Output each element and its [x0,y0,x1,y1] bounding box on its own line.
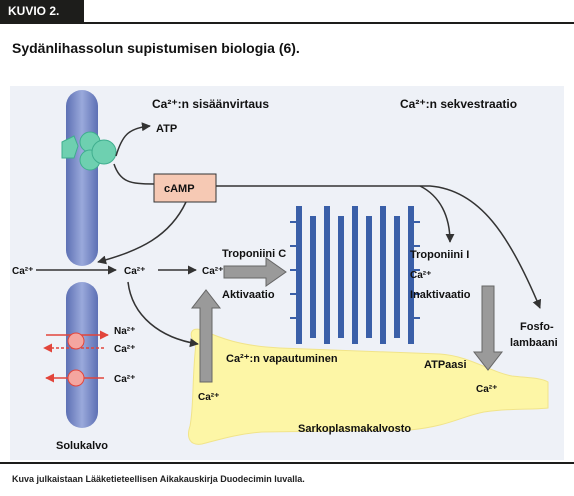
ca-outside-label: Ca²⁺ [12,266,33,277]
ca-troponin-c-label: Ca²⁺ [202,266,223,277]
atp-label: ATP [156,123,177,135]
troponin-i-label: Troponiini I [410,249,469,261]
activation-label: Aktivaatio [222,289,275,301]
camp-box [153,173,217,203]
camp-signal-line [113,163,155,185]
credit-line: Kuva julkaistaan Lääketieteellisen Aikak… [12,474,305,484]
ca-sr-right-label: Ca²⁺ [476,384,497,395]
top-rule [0,22,574,24]
sarcolemma-lower [66,282,98,428]
phospholamban-label-1: Fosfo- [520,321,554,333]
sarcolemma-upper [66,90,98,266]
ca-cytosol-label: Ca²⁺ [124,266,145,277]
diagram-panel: Ca²⁺:n sisäänvirtaus Ca²⁺:n sekvestraati… [10,86,564,460]
ca-pump [45,369,104,387]
ca-release-label: Ca²⁺:n vapautuminen [226,353,338,365]
sarcoplasmic-reticulum [188,328,549,445]
ca-sr-left-label: Ca²⁺ [198,392,219,403]
diagram-canvas: Ca²⁺:n sisäänvirtaus Ca²⁺:n sekvestraati… [12,90,558,452]
ca-exchanger-label: Ca²⁺ [114,344,135,355]
inactivation-label: Inaktivaatio [410,289,471,301]
ca-troponin-i-label: Ca²⁺ [410,270,431,281]
atpase-label: ATPaasi [424,359,467,371]
ca-to-sr-arrow [127,281,199,348]
na-ca-exchanger [43,330,109,353]
na-exchanger-label: Na²⁺ [114,326,135,337]
sarcolemma-label: Solukalvo [56,440,108,452]
calcium-channel [61,131,117,171]
sarcoplasmic-reticulum-label: Sarkoplasmakalvosto [298,423,411,435]
phospholamban-label-2: lambaani [510,337,558,349]
sarcomere [290,206,420,344]
figure-title: Sydänlihassolun supistumisen biologia (6… [12,40,300,56]
bottom-rule [0,462,574,464]
figure-tag: KUVIO 2. [0,0,84,22]
ca-pump-label: Ca²⁺ [114,374,135,385]
ca-sequestration-block-arrow [472,285,504,371]
troponin-c-label: Troponiini C [222,248,286,260]
ca-influx-label: Ca²⁺:n sisäänvirtaus [152,97,269,111]
camp-to-cytosol-arrow [97,201,187,265]
camp-to-troponin-i-arrow [419,185,455,243]
ca-sequestration-label: Ca²⁺:n sekvestraatio [400,97,517,111]
atp-arrow [115,122,151,157]
camp-to-phospholamban-arrow [216,185,542,309]
activation-block-arrow [223,257,287,287]
ca-release-block-arrow [190,289,222,383]
camp-label: cAMP [164,183,195,195]
